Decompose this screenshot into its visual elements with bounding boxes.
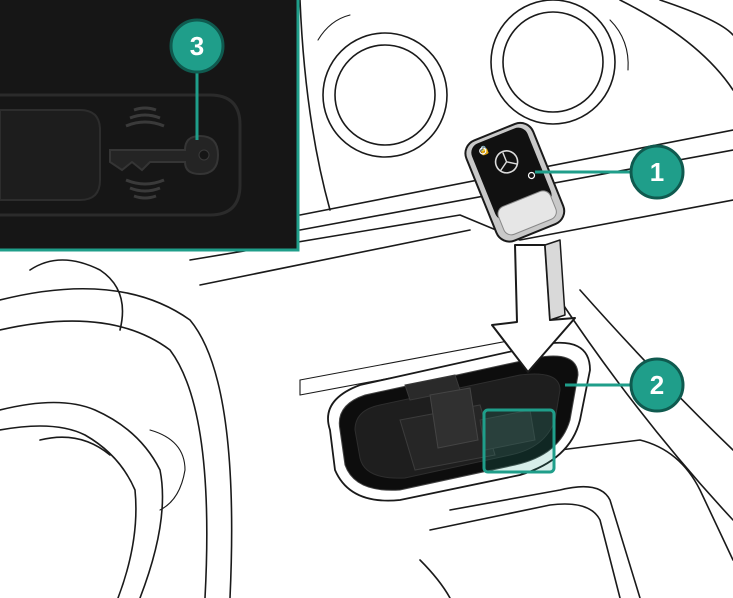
inset-panel <box>0 0 300 252</box>
stowage-compartment <box>327 341 591 502</box>
lower-console <box>419 439 733 598</box>
key-fob-icon: 🔒 <box>464 121 566 243</box>
callout-2-label: 2 <box>650 370 664 400</box>
wireless-key-symbol-icon <box>109 106 220 200</box>
callout-3: 3 <box>169 18 225 74</box>
callout-1: 1 <box>629 144 685 200</box>
callout-1-label: 1 <box>650 157 664 187</box>
insertion-arrow-icon <box>491 239 576 373</box>
air-vent-right <box>490 0 629 125</box>
air-vent-left <box>317 14 448 158</box>
steering-wheel <box>0 259 233 598</box>
callout-3-label: 3 <box>190 31 204 61</box>
callout-2: 2 <box>629 357 685 413</box>
svg-text:🔒: 🔒 <box>477 144 492 158</box>
